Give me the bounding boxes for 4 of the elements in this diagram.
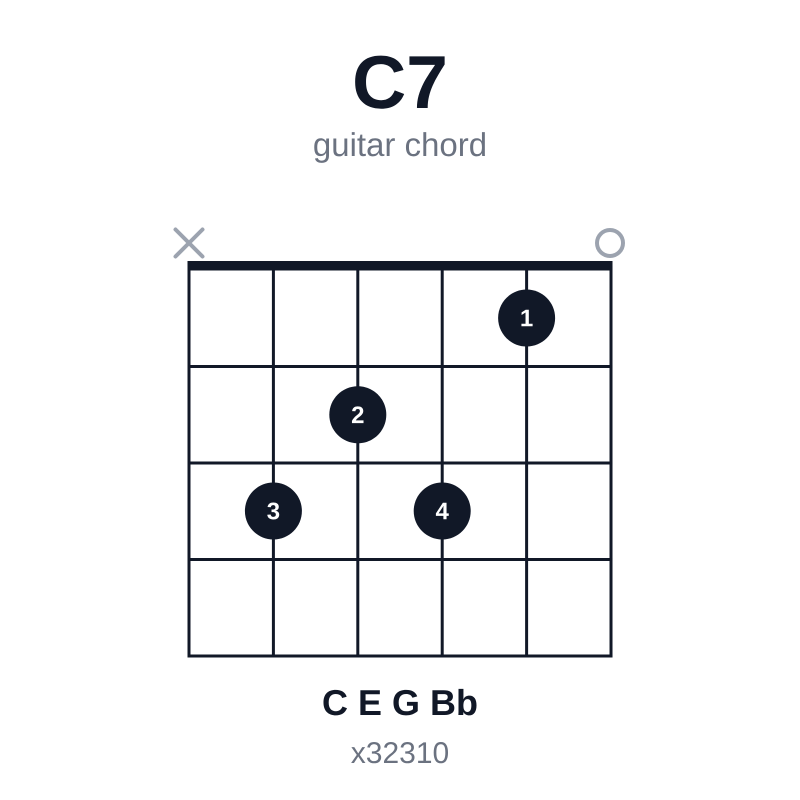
subtitle: guitar chord [314,132,485,163]
note-names: C E G Bb [323,688,476,716]
fingering-code: x32310 [351,742,448,764]
chord-name: C7 [355,56,445,109]
